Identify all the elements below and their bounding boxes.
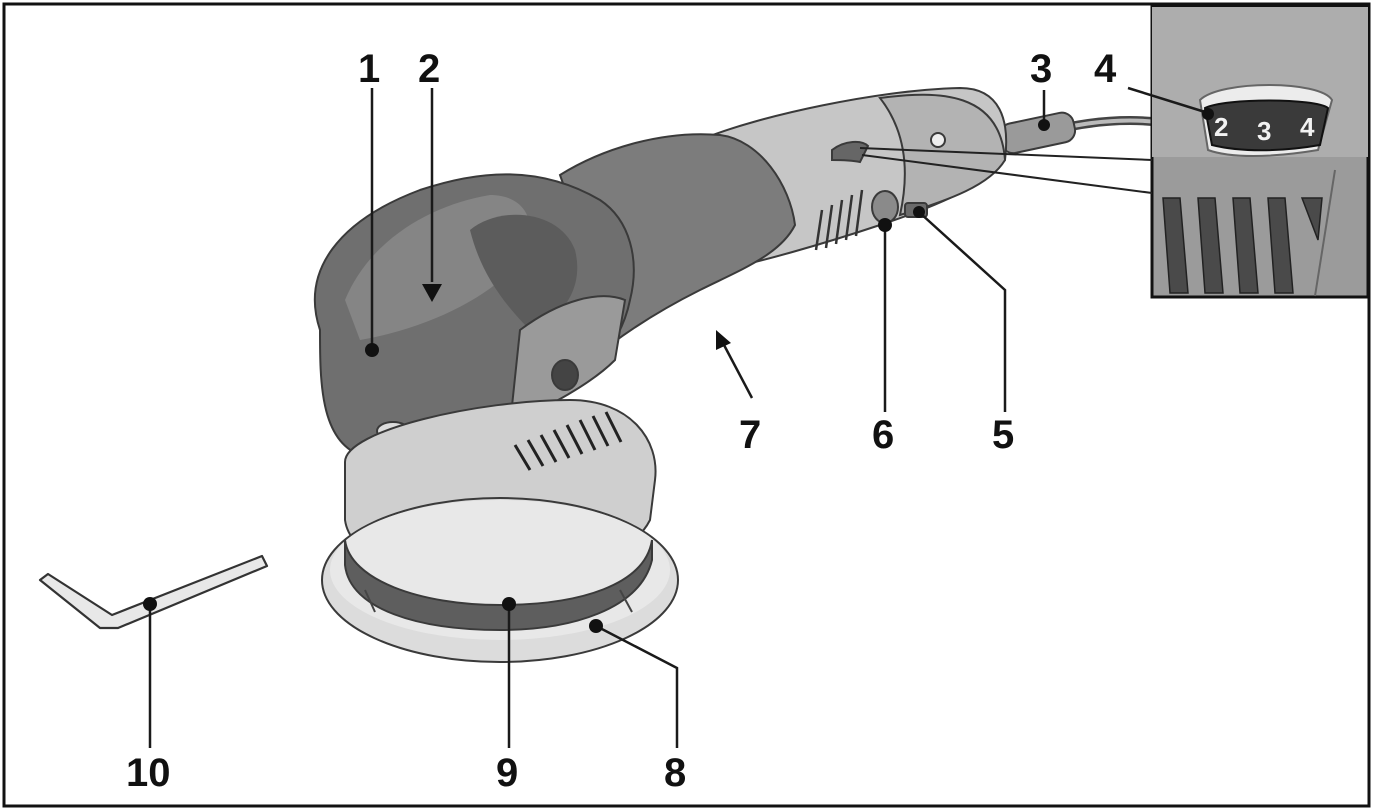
rear-screw — [930, 132, 946, 148]
callout-5: 5 — [992, 413, 1014, 457]
speed-dial-wheel — [1203, 99, 1330, 152]
leader-4 — [1127, 86, 1206, 114]
callout-7: 7 — [739, 413, 761, 457]
dial-number-4: 4 — [1300, 112, 1315, 142]
callout-3: 3 — [1030, 47, 1052, 91]
hex-key-tool — [38, 554, 269, 630]
callout-10: 10 — [126, 751, 171, 795]
callout-6: 6 — [872, 413, 894, 457]
fan-vents — [513, 411, 623, 471]
speed-dial-window — [831, 140, 870, 164]
pad-collar — [344, 539, 653, 632]
leader-5 — [919, 212, 1007, 412]
callout-2: 2 — [418, 47, 440, 91]
motor-vents — [814, 189, 864, 251]
callout-9: 9 — [496, 751, 518, 795]
dial-number-3: 3 — [1257, 116, 1271, 146]
callout-8: 8 — [664, 751, 686, 795]
callout-4: 4 — [1094, 47, 1117, 91]
callout-1: 1 — [358, 47, 380, 91]
head-side-screw — [551, 359, 579, 391]
leader-8 — [597, 625, 679, 748]
speed-dial-inset: 2 3 4 — [1150, 5, 1370, 299]
leader-7 — [722, 344, 754, 399]
dial-number-2: 2 — [1214, 112, 1228, 142]
